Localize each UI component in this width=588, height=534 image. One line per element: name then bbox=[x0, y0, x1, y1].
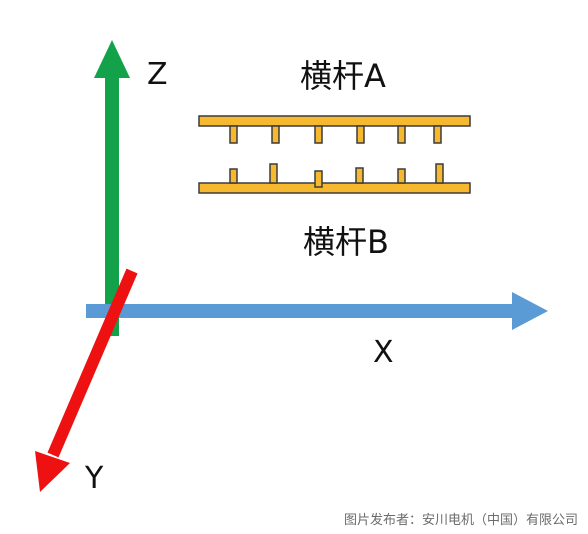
z-axis-arrowhead bbox=[94, 40, 130, 78]
crossbar-b-pin bbox=[397, 168, 406, 184]
crossbar-b-rail bbox=[198, 182, 471, 194]
crossbar-b-pin bbox=[314, 170, 323, 188]
x-axis bbox=[86, 292, 548, 330]
crossbar-a-pin bbox=[229, 125, 238, 144]
crossbar-a-pin bbox=[271, 125, 280, 144]
z-axis-label: Z bbox=[147, 57, 168, 92]
crossbar-a-pin bbox=[433, 125, 442, 144]
crossbar-b-pin bbox=[269, 163, 278, 184]
y-axis bbox=[35, 268, 138, 492]
crossbar-a bbox=[198, 115, 471, 144]
z-axis bbox=[94, 40, 130, 336]
y-axis-label: Y bbox=[84, 461, 104, 496]
crossbar-a-pin bbox=[397, 125, 406, 144]
crossbar-a-pin bbox=[356, 125, 365, 144]
x-axis-arrowhead bbox=[512, 292, 548, 330]
crossbar-b-pin bbox=[435, 163, 444, 184]
crossbar-a-label: 横杆A bbox=[300, 57, 386, 95]
crossbar-b-pin bbox=[229, 168, 238, 184]
z-axis-shaft bbox=[105, 72, 119, 336]
crossbar-a-rail bbox=[198, 115, 471, 127]
crossbar-a-pin bbox=[314, 125, 323, 144]
crossbar-b bbox=[198, 163, 471, 194]
y-axis-arrowhead bbox=[35, 451, 70, 492]
y-axis-shaft bbox=[47, 268, 138, 458]
x-axis-label: X bbox=[373, 335, 394, 370]
publisher-caption: 图片发布者：安川电机（中国）有限公司 bbox=[344, 512, 578, 528]
x-axis-shaft bbox=[86, 304, 518, 318]
crossbar-b-pin bbox=[355, 167, 364, 184]
crossbar-b-label: 横杆B bbox=[303, 223, 389, 261]
